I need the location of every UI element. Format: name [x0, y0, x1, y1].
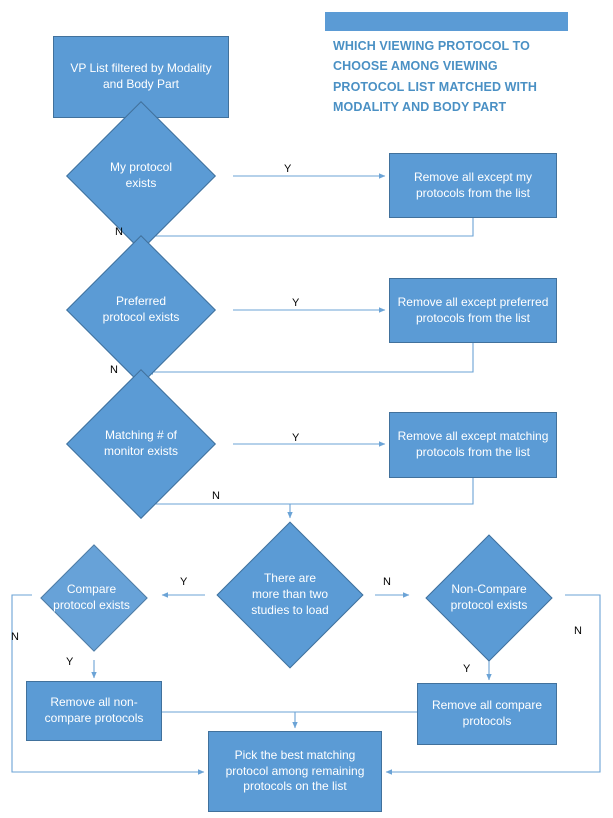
diagram-title: WHICH VIEWING PROTOCOL TO CHOOSE AMONG V… — [333, 36, 583, 117]
title-line-3: PROTOCOL LIST MATCHED WITH — [333, 79, 537, 94]
edge-monitor-return — [287, 478, 474, 519]
title-line-4: MODALITY AND BODY PART — [333, 99, 507, 114]
title-accent-bar — [325, 12, 568, 31]
node-remove-except-matching[interactable]: Remove all except matching protocols fro… — [389, 412, 557, 478]
title-line-2: CHOOSE AMONG VIEWING — [333, 59, 498, 74]
node-remove-noncompare-protocols[interactable]: Remove all non-compare protocols — [26, 681, 162, 741]
node-remove-noncompare-protocols-label: Remove all non-compare protocols — [44, 695, 144, 725]
node-remove-except-preferred[interactable]: Remove all except preferred protocols fr… — [389, 278, 557, 343]
node-remove-except-my-label: Remove all except my protocols from the … — [413, 169, 533, 200]
node-decision-matching-monitor[interactable]: Matching # of monitor exists — [66, 369, 216, 519]
node-decision-compare-protocol[interactable]: Compare protocol exists — [40, 544, 148, 652]
edge-label-noncompare-yes: Y — [463, 663, 471, 675]
edge-label-monitor-yes: Y — [292, 432, 300, 444]
node-remove-compare-protocols-label: Remove all compare protocols — [431, 698, 543, 728]
edge-remove-noncompare-to-pick — [162, 711, 298, 729]
node-pick-best-protocol[interactable]: Pick the best matching protocol among re… — [208, 731, 382, 812]
node-remove-except-preferred-label: Remove all except preferred protocols fr… — [397, 294, 549, 325]
node-decision-noncompare-protocol-label: Non-Compare protocol exists — [450, 582, 528, 612]
node-decision-my-protocol-label: My protocol exists — [109, 160, 172, 190]
edge-label-noncompare-no: N — [574, 625, 582, 637]
node-decision-noncompare-protocol[interactable]: Non-Compare protocol exists — [425, 534, 553, 662]
edge-label-pref-no: N — [110, 364, 118, 376]
edge-label-compare-yes: Y — [66, 656, 74, 668]
edge-label-two-studies-yes: Y — [180, 576, 188, 588]
node-remove-except-my[interactable]: Remove all except my protocols from the … — [389, 153, 557, 218]
edge-label-two-studies-no: N — [383, 576, 391, 588]
node-start-label: VP List filtered by Modality and Body Pa… — [70, 61, 212, 91]
edge-my-return — [146, 218, 474, 239]
edge-label-my-yes: Y — [284, 163, 292, 175]
edge-pref-return — [146, 343, 474, 375]
edge-label-pref-yes: Y — [292, 297, 300, 309]
edge-label-monitor-no: N — [212, 490, 220, 502]
node-decision-preferred-protocol-label: Preferred protocol exists — [102, 294, 180, 324]
edge-label-compare-no: N — [11, 631, 19, 643]
node-remove-compare-protocols[interactable]: Remove all compare protocols — [417, 683, 557, 745]
node-decision-two-studies-label: There are more than two studies to load — [251, 571, 329, 617]
node-decision-preferred-protocol[interactable]: Preferred protocol exists — [66, 235, 216, 385]
node-pick-best-protocol-label: Pick the best matching protocol among re… — [225, 747, 365, 794]
edge-label-my-no: N — [115, 226, 123, 238]
node-decision-my-protocol[interactable]: My protocol exists — [66, 101, 216, 251]
node-remove-except-matching-label: Remove all except matching protocols fro… — [397, 429, 549, 459]
node-decision-two-studies[interactable]: There are more than two studies to load — [216, 521, 364, 669]
title-line-1: WHICH VIEWING PROTOCOL TO — [333, 39, 530, 53]
node-decision-compare-protocol-label: Compare protocol exists — [53, 582, 130, 612]
node-decision-matching-monitor-label: Matching # of monitor exists — [103, 428, 178, 458]
